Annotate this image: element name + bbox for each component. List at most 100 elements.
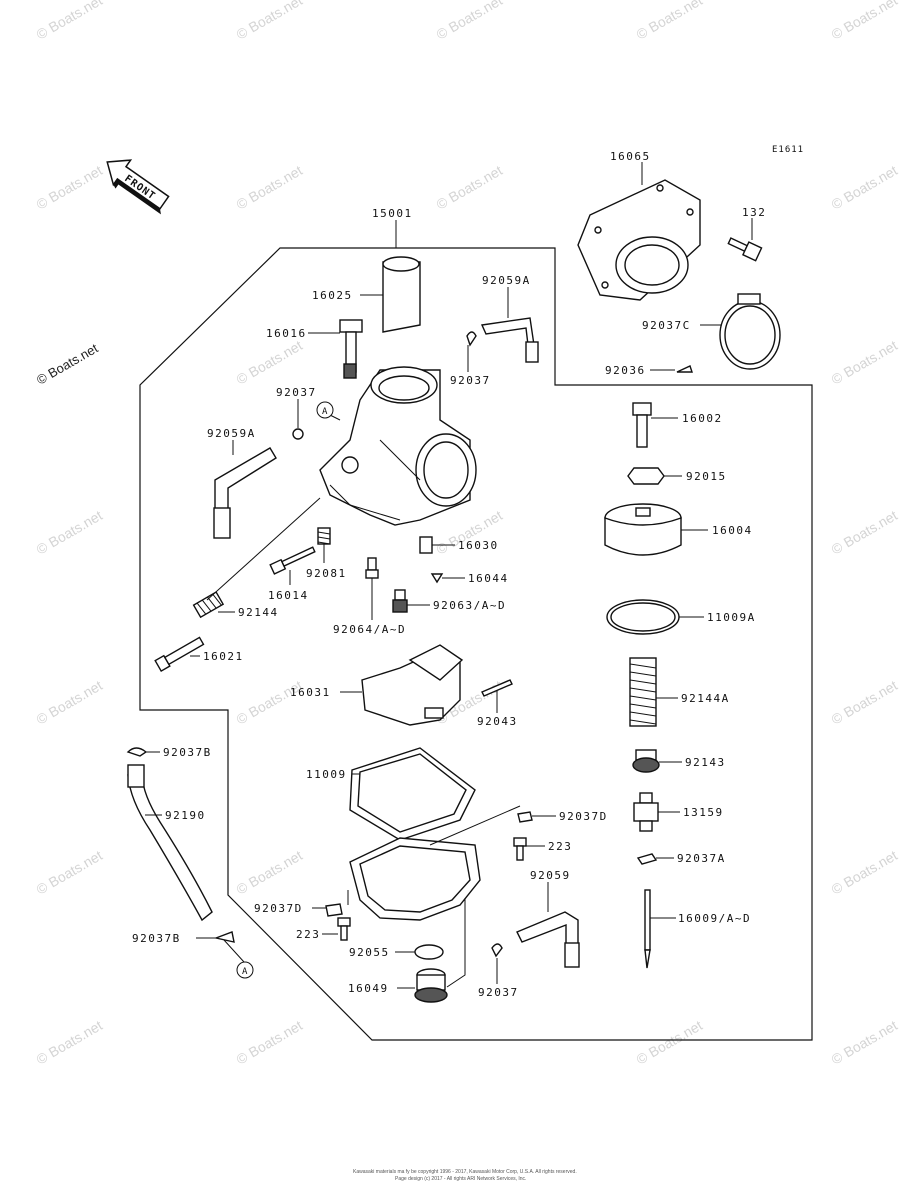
label-11009: 11009 (306, 768, 347, 781)
watermark: © Boats.net (234, 162, 306, 213)
screw-223-left (337, 917, 351, 941)
watermarks: © Boats.net © Boats.net © Boats.net © Bo… (34, 0, 901, 1068)
label-92055: 92055 (349, 946, 390, 959)
watermark: © Boats.net (634, 0, 706, 43)
jet-92063 (392, 589, 408, 613)
label-16016: 16016 (266, 327, 307, 340)
label-92064: 92064/A~D (333, 623, 406, 636)
watermark: © Boats.net (829, 0, 901, 43)
label-13159: 13159 (683, 806, 724, 819)
watermark: © Boats.net (234, 677, 306, 728)
oring-92055 (414, 944, 444, 960)
label-92037b-top: 92037B (163, 746, 212, 759)
label-92059a-top: 92059A (482, 274, 531, 287)
label-11009a: 11009A (707, 611, 756, 624)
watermark: © Boats.net (829, 677, 901, 728)
label-16044: 16044 (468, 572, 509, 585)
watermark: © Boats.net (234, 1017, 306, 1068)
part-16044 (430, 573, 444, 584)
bolt-132 (727, 237, 763, 262)
watermark: © Boats.net (34, 677, 106, 728)
watermark: © Boats.net (234, 0, 306, 43)
spring-92081 (317, 527, 331, 545)
copyright-line-2: Page design (c) 2017 - All rights ARI Ne… (395, 1176, 526, 1182)
hose-92190 (127, 764, 213, 922)
label-16030: 16030 (458, 539, 499, 552)
label-16009: 16009/A~D (678, 912, 751, 925)
watermark: © Boats.net (434, 0, 506, 43)
label-92037-top: 92037 (450, 374, 491, 387)
label-92037a: 92037A (677, 852, 726, 865)
gasket-11009 (349, 747, 476, 841)
float-16031 (361, 644, 464, 726)
label-16002: 16002 (682, 412, 723, 425)
clip-92037-left (292, 428, 304, 440)
intake-holder (577, 179, 701, 301)
leader-lines (145, 162, 753, 989)
label-92190: 92190 (165, 809, 206, 822)
clip-92037d-right (517, 811, 533, 823)
label-16025: 16025 (312, 289, 353, 302)
label-92059: 92059 (530, 869, 571, 882)
clip-92037-bottom (491, 943, 503, 958)
watermark: © Boats.net (829, 507, 901, 558)
label-16049: 16049 (348, 982, 389, 995)
tube-92059a-left (213, 447, 277, 539)
label-92037-left: 92037 (276, 386, 317, 399)
label-92037b-bottom: 92037B (132, 932, 181, 945)
svg-text:A: A (322, 407, 328, 417)
label-92043: 92043 (477, 715, 518, 728)
watermark: © Boats.net (829, 847, 901, 898)
label-92144: 92144 (238, 606, 279, 619)
watermark: © Boats.net (34, 340, 101, 387)
pin-92043 (481, 679, 513, 697)
clip-92037d-left (325, 903, 343, 917)
label-92037d-right: 92037D (559, 810, 608, 823)
watermark: © Boats.net (34, 0, 106, 43)
throttle-slide (382, 256, 421, 333)
watermark: © Boats.net (34, 847, 106, 898)
spring-92144a (629, 657, 657, 727)
screw-16014 (269, 546, 316, 575)
watermark: © Boats.net (34, 162, 106, 213)
jet-92064 (365, 557, 379, 579)
label-15001: 15001 (372, 207, 413, 220)
screw-16021 (154, 636, 205, 673)
part-labels: 16065 132 92037C 92036 15001 92059A 1602… (132, 150, 766, 999)
spring-92144 (192, 591, 225, 619)
label-132: 132 (742, 206, 766, 219)
screw-223-right (513, 837, 527, 861)
label-92037-bottom: 92037 (478, 986, 519, 999)
clip-92037b-top (126, 747, 148, 757)
tube-92059a-top (480, 317, 539, 363)
callout-a-bottom: A (236, 961, 254, 979)
label-16021: 16021 (203, 650, 244, 663)
label-92059a-left: 92059A (207, 427, 256, 440)
label-92037d-left: 92037D (254, 902, 303, 915)
watermark: © Boats.net (34, 1017, 106, 1068)
plug-16049 (414, 968, 448, 1003)
watermark: © Boats.net (234, 847, 306, 898)
clip-92037a (636, 853, 658, 865)
label-16065: 16065 (610, 150, 651, 163)
screw-16016 (339, 319, 363, 379)
part-13159 (633, 792, 659, 832)
label-92144a: 92144A (681, 692, 730, 705)
watermark: © Boats.net (829, 337, 901, 388)
label-223-left: 223 (296, 928, 320, 941)
screw-16002 (632, 402, 652, 448)
ref-code: E1611 (772, 145, 804, 155)
watermark: © Boats.net (829, 1017, 901, 1068)
watermark: © Boats.net (434, 162, 506, 213)
label-92063: 92063/A~D (433, 599, 506, 612)
copyright-line-1: Kawasaki materials ma fy be copyright 19… (353, 1169, 577, 1175)
front-arrow: FRONT (106, 159, 170, 215)
cap-16004 (604, 503, 682, 556)
label-16004: 16004 (712, 524, 753, 537)
needle-16009 (644, 889, 651, 969)
svg-text:A: A (242, 967, 248, 977)
part-16030 (419, 536, 433, 554)
oring-11009a (606, 599, 680, 635)
watermark: © Boats.net (829, 162, 901, 213)
clip-92037-top (466, 331, 477, 347)
